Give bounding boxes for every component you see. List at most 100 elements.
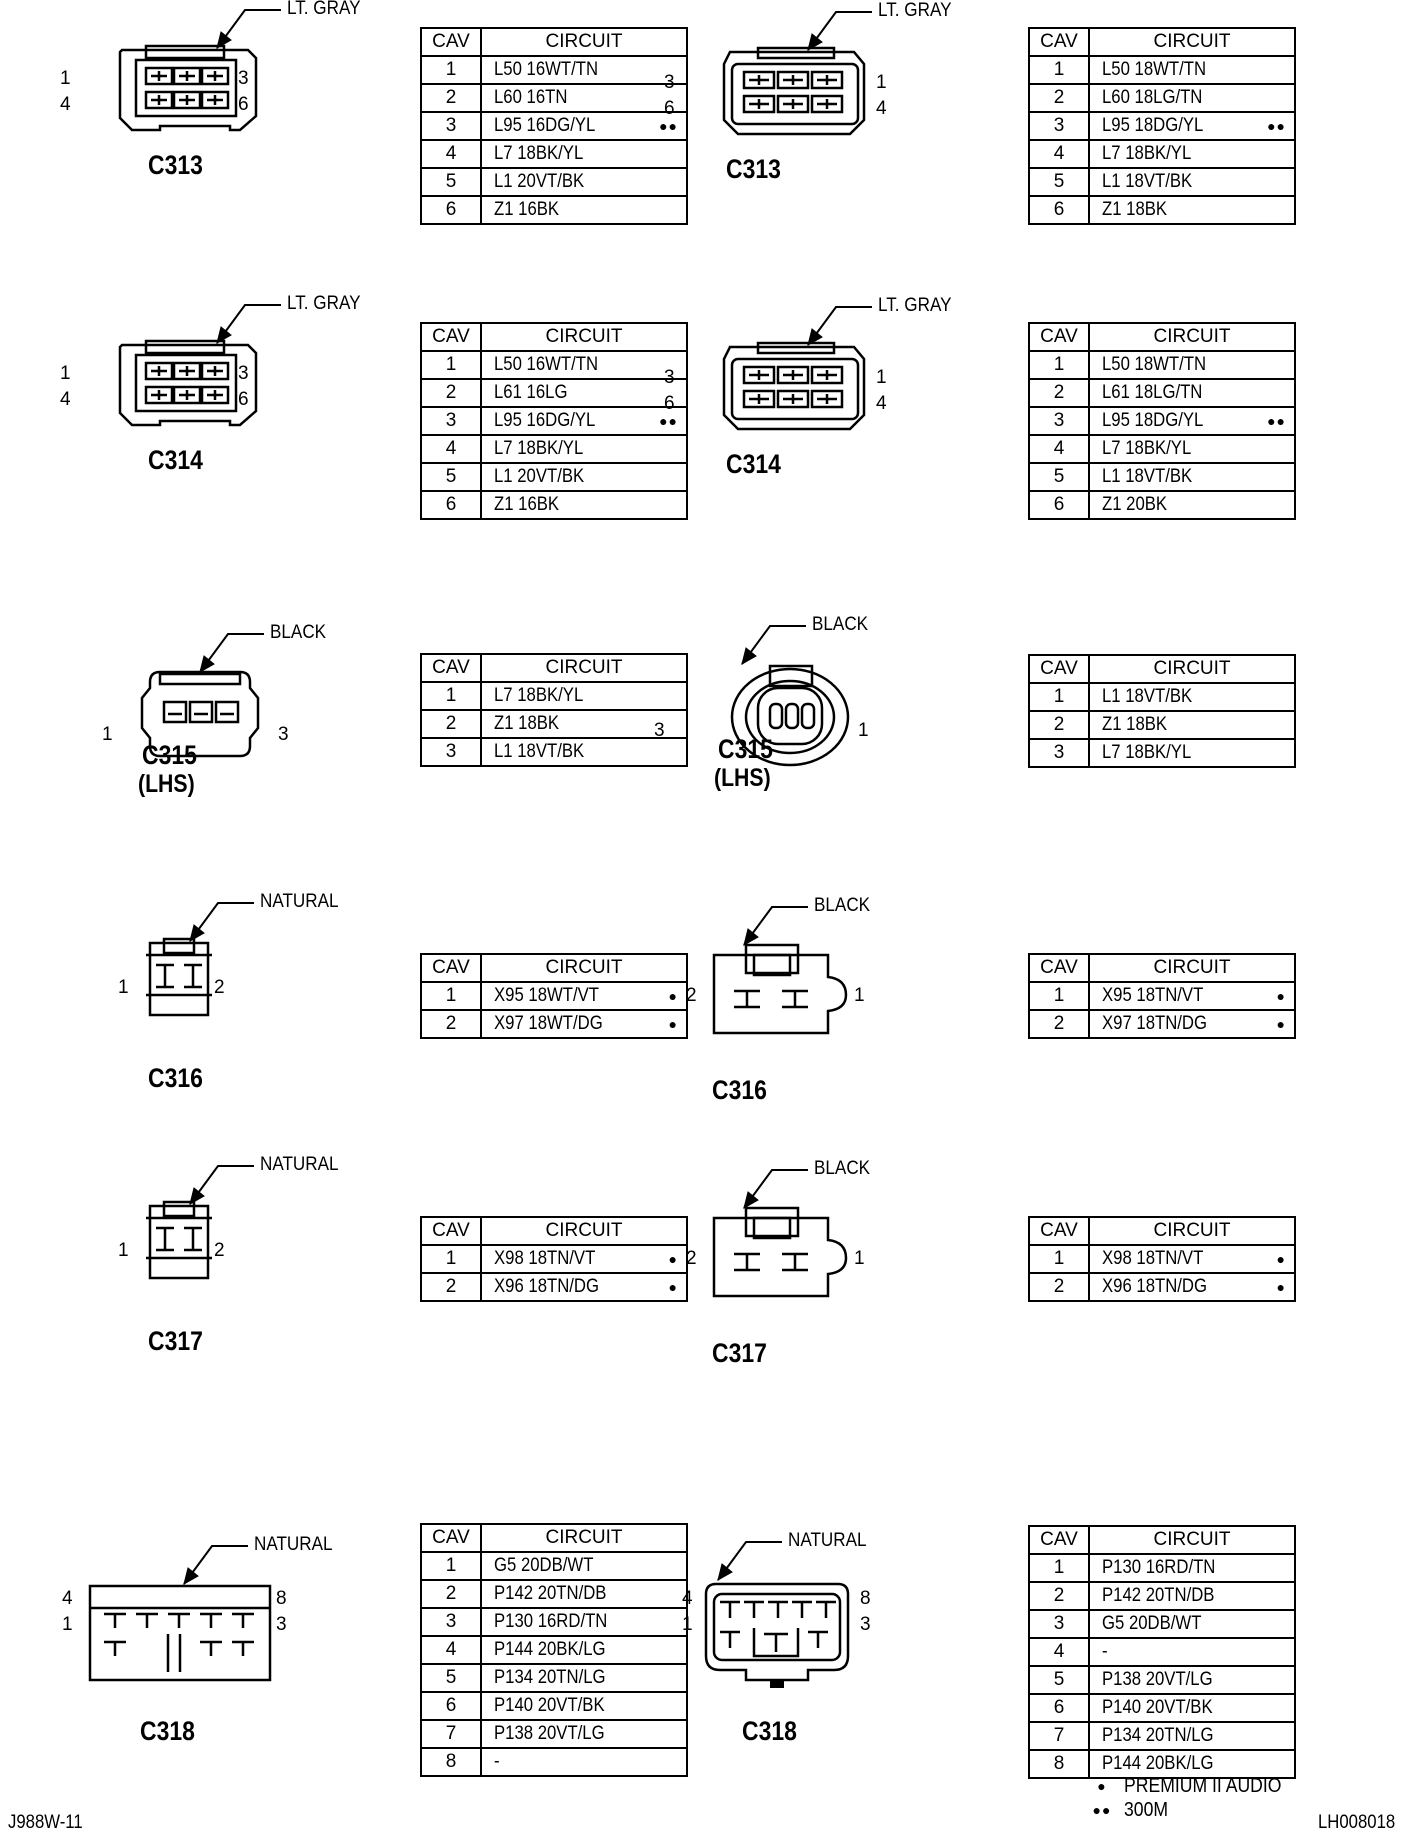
cav-cell: 2 — [420, 83, 482, 113]
pin-number: 3 — [238, 68, 249, 89]
circuit-code: X98 18TN/VT — [494, 1248, 596, 1269]
leader-arrow — [216, 9, 281, 50]
pin-number: 8 — [860, 1588, 871, 1609]
leader-arrow — [741, 625, 806, 666]
circuit-cell: P142 20TN/DB — [480, 1579, 688, 1609]
circuit-cell: X95 18TN/VT● — [1088, 981, 1296, 1011]
drawing-id-left: J988W-11 — [8, 1812, 83, 1833]
connector-drawing — [60, 295, 390, 595]
cav-cell: 6 — [1028, 195, 1090, 225]
cav-cell: 2 — [420, 378, 482, 408]
circuit-cell: L1 18VT/BK — [1088, 462, 1296, 492]
pin-number: 4 — [62, 1588, 73, 1609]
circuit-code: X95 18WT/VT — [494, 985, 600, 1006]
circuit-cell: L7 18BK/YL — [480, 681, 688, 711]
option-marker: ●● — [1267, 413, 1286, 429]
cav-cell: 2 — [1028, 83, 1090, 113]
cav-cell: 1 — [1028, 682, 1090, 712]
circuit-code: L95 16DG/YL — [494, 410, 596, 431]
connector-drawing — [60, 1148, 390, 1448]
connector-drawing — [668, 1148, 998, 1448]
circuit-cell: L7 18BK/YL — [1088, 434, 1296, 464]
circuit-code: L1 20VT/BK — [494, 171, 585, 192]
pin-number: 8 — [276, 1588, 287, 1609]
leader-arrow — [743, 1169, 808, 1210]
connector-location: (LHS) — [714, 764, 771, 792]
connector-name: C316 — [148, 1063, 203, 1093]
cav-cell: 8 — [420, 1747, 482, 1777]
cav-cell: 3 — [1028, 1609, 1090, 1639]
circuit-code: L1 18VT/BK — [494, 741, 585, 762]
housing-color-label: BLACK — [270, 622, 327, 643]
connector-svg — [712, 1169, 848, 1298]
pin-number: 6 — [238, 94, 249, 115]
pin-number: 1 — [876, 72, 887, 93]
legend-text: 300M — [1124, 1799, 1169, 1821]
pin-number: 4 — [876, 98, 887, 119]
circuit-code: L95 18DG/YL — [1102, 115, 1204, 136]
circuit-cell: Z1 18BK — [1088, 195, 1296, 225]
option-marker: ● — [668, 988, 678, 1004]
circuit-column-header: CIRCUIT — [480, 1216, 688, 1246]
cav-cell: 4 — [420, 139, 482, 169]
circuit-cell: G5 20DB/WT — [1088, 1609, 1296, 1639]
circuit-column-header: CIRCUIT — [480, 27, 688, 57]
circuit-cell: Z1 18BK — [480, 709, 688, 739]
cav-cell: 6 — [420, 195, 482, 225]
circuit-code: L7 18BK/YL — [494, 685, 584, 706]
cav-cell: 1 — [420, 350, 482, 380]
circuit-code: X97 18TN/DG — [1102, 1013, 1208, 1034]
cav-column-header: CAV — [1028, 322, 1090, 352]
option-marker: ● — [668, 1279, 678, 1295]
connector-face — [730, 664, 850, 767]
leader-arrow — [183, 1545, 248, 1586]
pin-number: 1 — [102, 724, 113, 745]
circuit-code: G5 20DB/WT — [1102, 1613, 1202, 1634]
housing-color-label: LT. GRAY — [878, 295, 952, 316]
circuit-code: P144 20BK/LG — [1102, 1753, 1214, 1774]
table-row: 8- — [420, 1747, 688, 1777]
cav-cell: 1 — [1028, 350, 1090, 380]
circuit-code: P130 16RD/TN — [494, 1611, 608, 1632]
connector-drawing — [668, 0, 998, 300]
connector-drawing — [60, 1440, 390, 1740]
circuit-code: L1 18VT/BK — [1102, 686, 1193, 707]
circuit-code: X98 18TN/VT — [1102, 1248, 1204, 1269]
circuit-column-header: CIRCUIT — [1088, 1525, 1296, 1555]
cav-cell: 3 — [1028, 738, 1090, 768]
circuit-code: P142 20TN/DB — [1102, 1585, 1215, 1606]
circuit-code: P144 20BK/LG — [494, 1639, 606, 1660]
circuit-cell: L60 16TN — [480, 83, 688, 113]
circuit-code: L1 18VT/BK — [1102, 466, 1193, 487]
cav-cell: 1 — [420, 1551, 482, 1581]
cav-cell: 3 — [1028, 406, 1090, 436]
pin-number: 2 — [214, 1240, 225, 1261]
circuit-cell: P134 20TN/LG — [1088, 1721, 1296, 1751]
cav-cell: 2 — [1028, 378, 1090, 408]
cav-cell: 3 — [420, 406, 482, 436]
circuit-code: P130 16RD/TN — [1102, 1557, 1216, 1578]
circuit-column-header: CIRCUIT — [480, 953, 688, 983]
pin-number: 3 — [654, 720, 665, 741]
circuit-column-header: CIRCUIT — [1088, 322, 1296, 352]
pin-number: 4 — [682, 1588, 693, 1609]
connector-name: C314 — [726, 449, 781, 479]
